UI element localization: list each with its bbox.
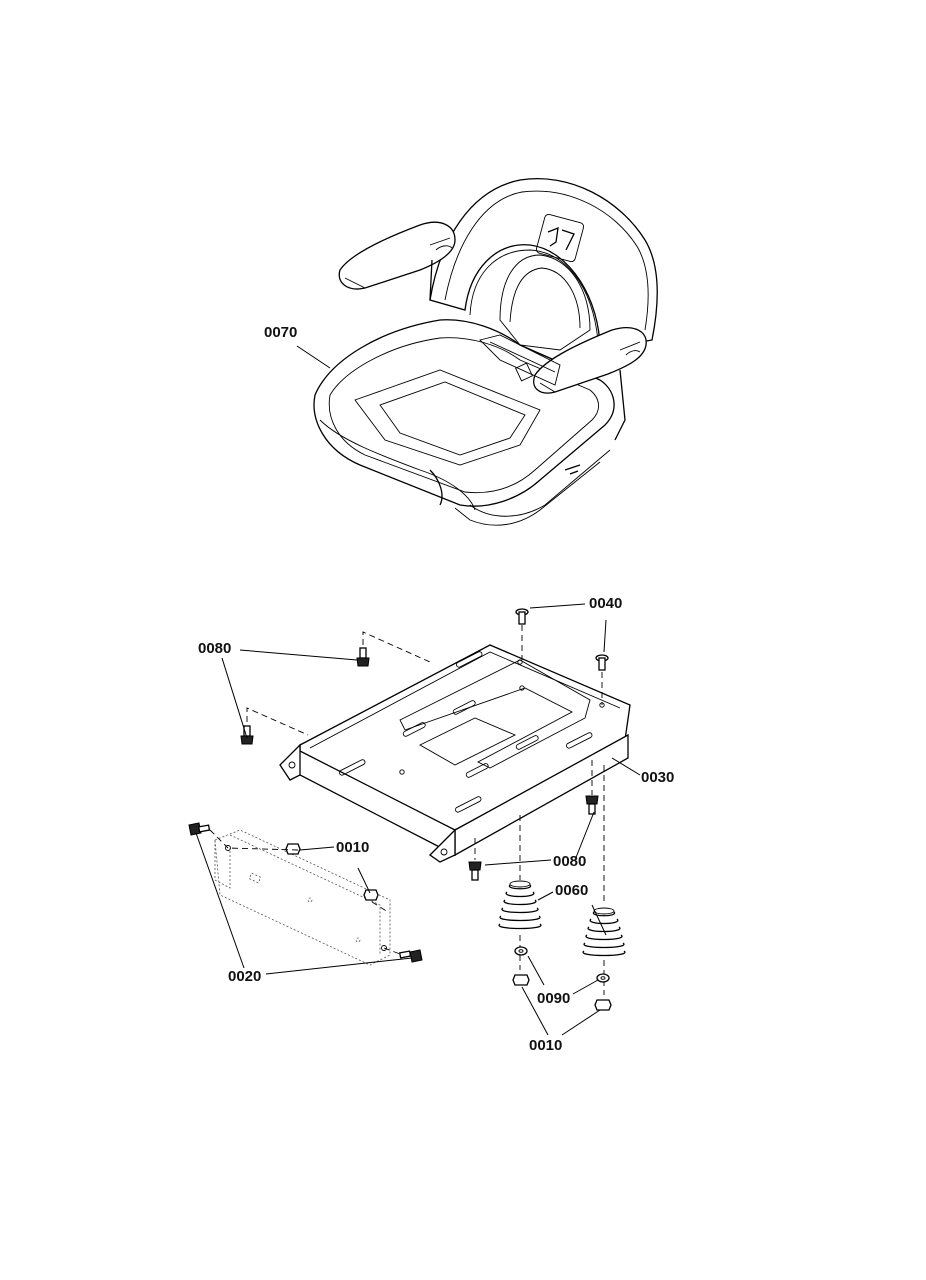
seat-pan xyxy=(279,644,631,863)
left-armrest xyxy=(338,221,456,301)
right-armrest xyxy=(533,327,647,441)
flange-bolt xyxy=(240,725,254,745)
callout-0020: 0020 xyxy=(228,968,261,985)
callout-0030: 0030 xyxy=(641,769,674,786)
carriage-bolt xyxy=(515,608,529,625)
hex-nut xyxy=(363,889,379,901)
hex-nut xyxy=(512,974,530,986)
flange-bolt xyxy=(468,861,482,881)
washer xyxy=(514,946,528,956)
shoulder-bolt xyxy=(188,822,211,836)
seat-assembly xyxy=(313,178,658,526)
hex-nut xyxy=(285,843,301,855)
callout-0040: 0040 xyxy=(589,595,622,612)
washer xyxy=(596,973,610,983)
pivot-bracket xyxy=(214,829,391,966)
shoulder-bolt xyxy=(398,949,423,963)
hex-nut xyxy=(594,999,612,1011)
callout-0090: 0090 xyxy=(537,990,570,1007)
callout-0080-bottom: 0080 xyxy=(553,853,586,870)
flange-bolt xyxy=(585,795,599,815)
carriage-bolt xyxy=(595,654,609,671)
callout-0060: 0060 xyxy=(555,882,588,899)
flange-bolt xyxy=(356,647,370,667)
callout-0010-bottom: 0010 xyxy=(529,1037,562,1054)
callout-0010-bracket: 0010 xyxy=(336,839,369,856)
cub-cadet-logo-icon xyxy=(535,213,585,263)
callout-0080-top: 0080 xyxy=(198,640,231,657)
spring xyxy=(498,880,542,930)
callout-0070: 0070 xyxy=(264,324,297,341)
